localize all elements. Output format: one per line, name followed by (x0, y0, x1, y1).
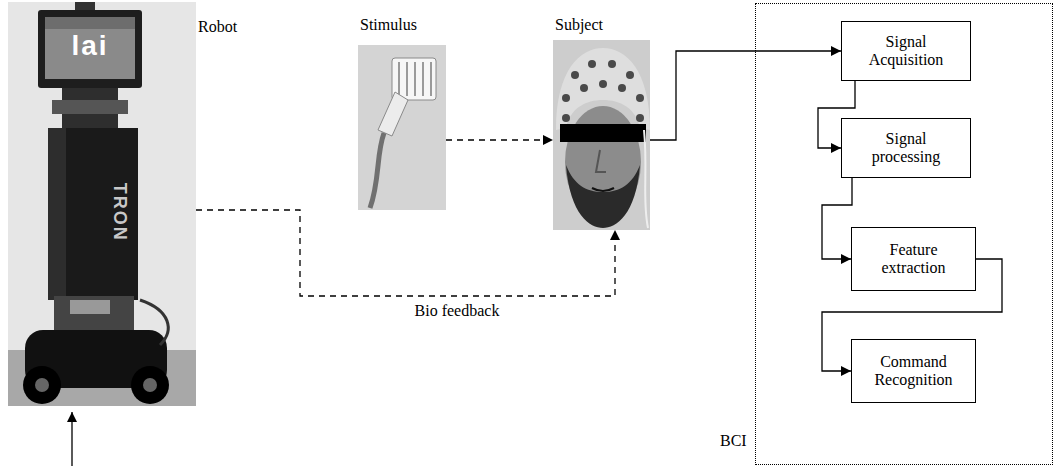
stimulus-picture-part (406, 62, 408, 96)
subject-picture-part-part (626, 71, 634, 79)
robot-picture (8, 2, 196, 406)
subject-picture (553, 40, 650, 230)
subject-picture-part-part (580, 84, 588, 92)
node-heading: Subject (555, 16, 603, 34)
connector-arrow (196, 210, 615, 296)
robot-picture-part (45, 17, 135, 79)
stimulus-picture-part (370, 133, 384, 208)
box-label: Signal processing (858, 130, 954, 167)
box-label: Command Recognition (866, 353, 962, 390)
robot-brand: TRON (110, 172, 131, 252)
subject-picture-part (592, 188, 614, 191)
subject-picture-part (560, 124, 646, 142)
subject-picture-part-part (636, 114, 644, 122)
stimulus-picture (358, 45, 446, 210)
robot-picture-part (52, 100, 128, 114)
connector-arrow (650, 51, 841, 140)
subject-picture-part (566, 165, 640, 228)
robot-picture-part (143, 378, 157, 392)
subject-picture-part-part (618, 84, 626, 92)
subject-picture-part-part (608, 60, 616, 68)
robot-picture-part (38, 10, 142, 88)
robot-picture-part (23, 366, 61, 404)
subject-picture-part (553, 40, 650, 230)
stimulus-picture-part (422, 62, 424, 96)
subject-picture-part-part (599, 80, 607, 88)
robot-picture-part (8, 2, 196, 406)
process-box: Signal processing (841, 118, 971, 178)
subject-picture-part (596, 150, 606, 172)
stimulus-picture-part (358, 45, 446, 210)
photo-panel: Stimulus (358, 45, 446, 210)
robot-picture-part (70, 300, 110, 314)
connector-arrow (446, 139, 553, 140)
node-heading: Stimulus (360, 16, 417, 34)
box-label: Feature extraction (866, 241, 962, 278)
robot-picture-part (45, 17, 135, 29)
process-box: Signal Acquisition (841, 21, 971, 81)
stimulus-picture-part (378, 92, 408, 136)
robot-picture-part (140, 300, 168, 345)
robot-picture-part (75, 2, 95, 11)
node-heading: Robot (198, 18, 237, 36)
stimulus-picture-part (398, 62, 400, 96)
subject-picture-part-part (562, 114, 570, 122)
photo-panel: Subject (553, 40, 650, 230)
robot-picture-part (35, 378, 49, 392)
robot-picture-part (48, 128, 138, 300)
stimulus-picture-part (414, 62, 416, 96)
edge-label: Bio feedback (412, 302, 503, 320)
subject-picture-part (562, 60, 644, 122)
subject-picture-part-part (571, 71, 579, 79)
box-label: Signal Acquisition (858, 33, 954, 70)
subject-picture-part-part (636, 94, 644, 102)
bci-frame: BCISignal AcquisitionSignal processingFe… (755, 3, 1053, 465)
robot-picture-part (48, 128, 66, 300)
stimulus-picture-part (430, 62, 432, 96)
subject-picture-part (556, 48, 650, 130)
subject-picture-part-part (562, 94, 570, 102)
process-box: Feature extraction (851, 227, 976, 291)
node-heading: BCI (720, 432, 747, 450)
screen-logo: lai (45, 30, 135, 62)
subject-picture-part (644, 130, 648, 228)
process-box: Command Recognition (851, 339, 976, 403)
subject-picture-part-part (588, 60, 596, 68)
connector-arrow (822, 178, 852, 259)
photo-panel: Robot (8, 2, 196, 406)
robot-picture-part (131, 366, 169, 404)
output-arrow (71, 412, 72, 466)
